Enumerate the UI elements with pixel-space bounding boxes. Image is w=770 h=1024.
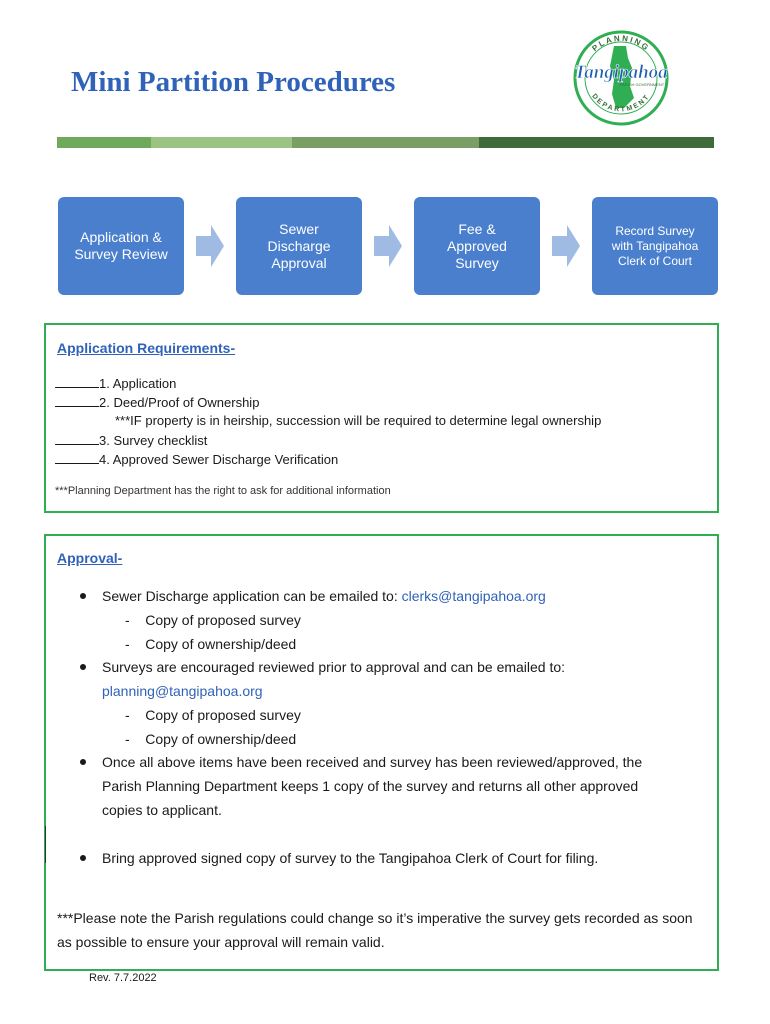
requirements-title: Application Requirements- [57,340,236,356]
process-steps: Application & Survey Review Sewer Discha… [0,197,770,297]
margin-mark [45,826,46,863]
requirements-footnote: ***Planning Department has the right to … [55,485,391,497]
requirements-box [44,323,719,513]
logo-name: Tangipahoa [574,62,668,83]
bullet-icon [80,664,86,670]
approval-subitem: - Copy of ownership/deed [125,731,297,747]
requirement-note: ***IF property is in heirship, successio… [115,413,602,428]
approval-note: ***Please note the Parish regulations co… [57,910,693,950]
tangipahoa-planning-logo: PLANNING DEPARTMENT Tangipahoa PARISH GO… [573,30,669,126]
arrow-right-icon [196,225,224,267]
step-record-survey: Record Survey with Tangipahoa Clerk of C… [592,197,718,295]
step-fee-approved-survey: Fee & Approved Survey [414,197,540,295]
approval-subitem: - Copy of proposed survey [125,612,301,628]
logo-subtext: PARISH GOVERNMENT [620,82,665,87]
approval-item: Bring approved signed copy of survey to … [102,850,599,866]
approval-item: Sewer Discharge application can be email… [102,588,546,604]
page-title: Mini Partition Procedures [71,66,396,98]
approval-title: Approval- [57,550,123,566]
checkbox-blank [55,432,99,445]
bullet-icon [80,855,86,861]
approval-subitem: - Copy of proposed survey [125,707,301,723]
approval-box [44,534,719,971]
arrow-right-icon [374,225,402,267]
requirement-item: 1. Application [55,375,176,391]
requirement-item: 4. Approved Sewer Discharge Verification [55,451,338,467]
approval-item: Surveys are encouraged reviewed prior to… [102,659,566,675]
approval-item: Once all above items have been received … [102,754,643,770]
divider-bar-2 [151,137,292,148]
approval-item-cont: copies to applicant. [102,802,222,818]
checkbox-blank [55,451,99,464]
planning-email-link[interactable]: planning@tangipahoa.org [102,683,263,699]
arrow-right-icon [552,225,580,267]
bullet-icon [80,593,86,599]
divider-bar-3 [292,137,479,148]
step-application-review: Application & Survey Review [58,197,184,295]
requirement-item: 3. Survey checklist [55,432,207,448]
divider-bar-1 [57,137,151,148]
approval-subitem: - Copy of ownership/deed [125,636,297,652]
approval-item-cont: Parish Planning Department keeps 1 copy … [102,778,639,794]
divider-bar-4 [479,137,714,148]
requirement-item: 2. Deed/Proof of Ownership [55,394,259,410]
checkbox-blank [55,375,99,388]
revision-date: Rev. 7.7.2022 [89,972,157,984]
step-sewer-discharge: Sewer Discharge Approval [236,197,362,295]
clerks-email-link[interactable]: clerks@tangipahoa.org [401,588,546,604]
checkbox-blank [55,394,99,407]
bullet-icon [80,759,86,765]
